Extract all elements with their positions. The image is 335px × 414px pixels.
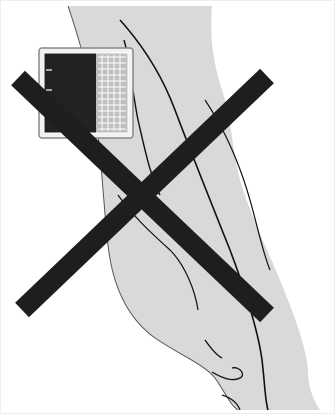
illustration-svg bbox=[0, 0, 335, 414]
illustration-canvas bbox=[0, 0, 335, 414]
